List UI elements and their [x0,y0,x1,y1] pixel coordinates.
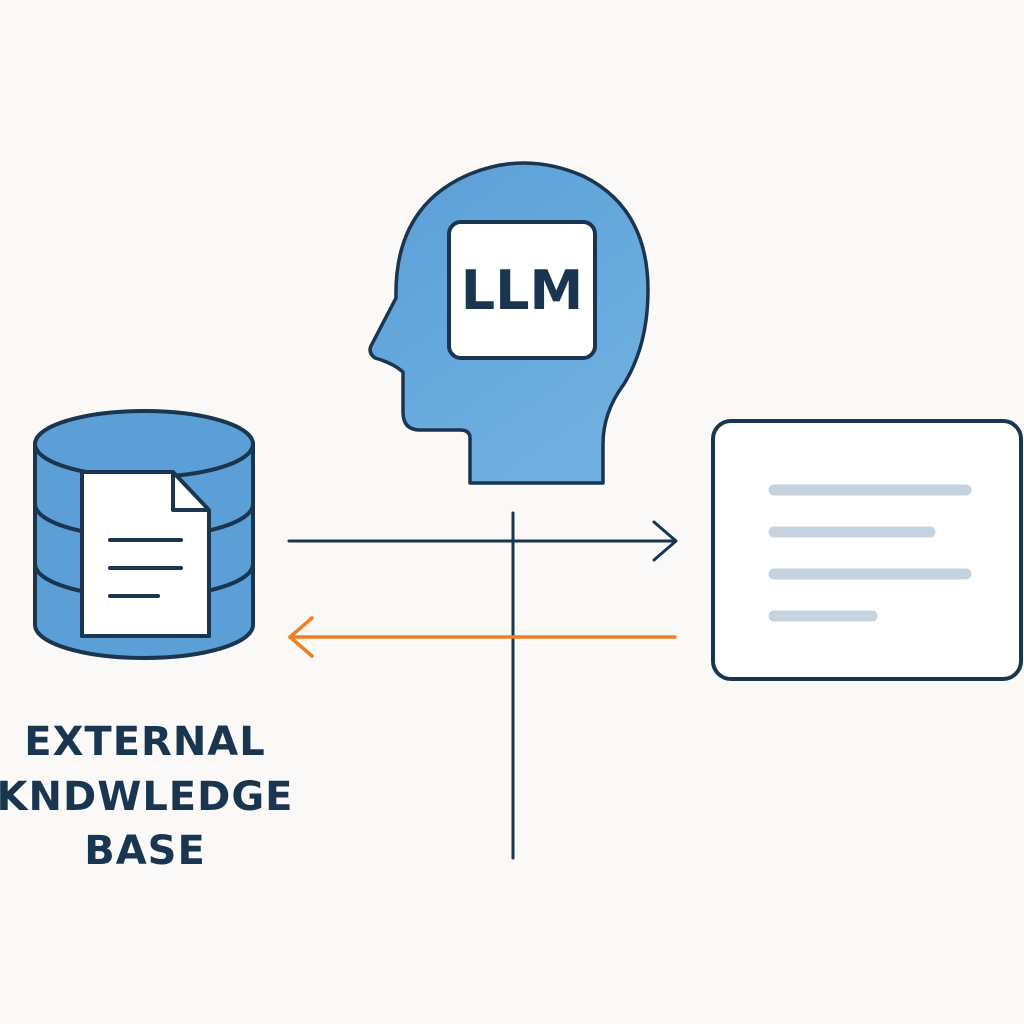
kb-label-line-3: BASE [84,828,206,874]
knowledge-base-label: EXTERNAL KNDWLEDGE BASE [0,719,293,874]
document-page [80,470,211,638]
output-panel [711,419,1023,681]
kb-label-line-2: KNDWLEDGE [0,774,293,820]
arrow-left [288,616,677,658]
llm-chip [447,220,597,360]
arrow-right-head [652,520,678,562]
database-top [33,409,255,479]
llm-label: LLM [461,259,584,322]
arrow-right [287,520,678,562]
kb-label-line-1: EXTERNAL [24,719,266,765]
document-icon [80,470,211,638]
llm-head-icon: LLM [368,161,650,485]
document-fold [171,472,209,512]
arrow-left-head [288,616,314,658]
text-panel-icon [711,419,1023,681]
